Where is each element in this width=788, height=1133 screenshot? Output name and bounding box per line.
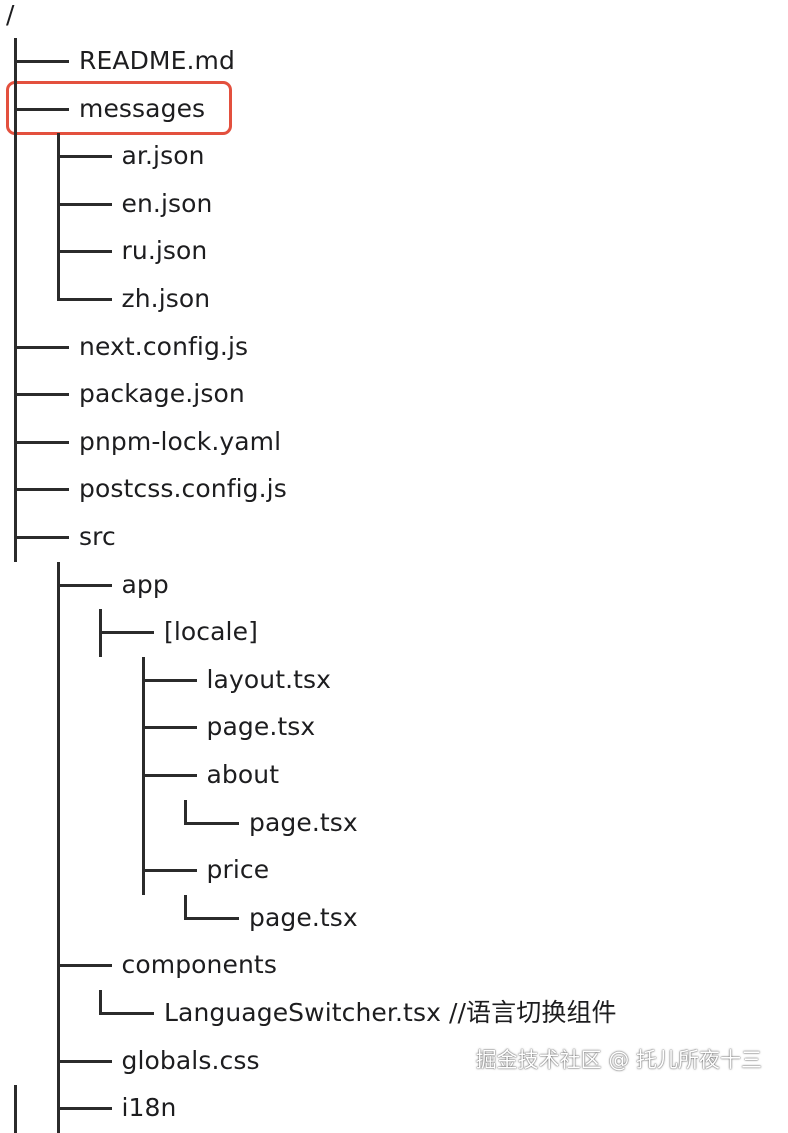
tree-guide-line	[141, 799, 145, 848]
tree-connector-branch	[56, 250, 112, 254]
tree-row: page.tsx	[0, 894, 788, 943]
tree-connector-branch	[56, 155, 112, 159]
tree-entry-label: zh.json	[121, 284, 211, 313]
tree-row: src	[0, 514, 788, 562]
tree-connector-vertical	[99, 990, 102, 1014]
tree-row: page.tsx	[0, 704, 788, 752]
tree-connector-branch	[14, 107, 69, 111]
tree-entry-label: messages	[79, 93, 206, 123]
tree-row: messages	[0, 85, 788, 134]
tree-entry-label: postcss.config.js	[79, 474, 287, 504]
tree-root-label: /	[6, 0, 15, 29]
tree-connector-branch	[14, 536, 69, 539]
tree-entry-label: about	[206, 760, 280, 789]
tree-row: zh.json	[0, 276, 788, 324]
tree-row: postcss.config.js	[0, 466, 788, 514]
tree-connector-branch	[141, 678, 197, 682]
tree-row: README.md	[0, 38, 788, 86]
watermark: 掘金技术社区 @ 托儿所夜十三	[475, 1048, 762, 1072]
tree-connector-vertical	[184, 799, 187, 824]
tree-row: globals.css	[0, 1037, 788, 1086]
tree-connector-branch	[56, 202, 112, 206]
tree-row: i18n	[0, 1085, 788, 1133]
tree-entry-label: LanguageSwitcher.tsx //语言切换组件	[164, 998, 617, 1027]
tree-guide-line	[14, 228, 17, 276]
tree-entry-label: components	[121, 950, 277, 980]
tree-row: app	[0, 561, 788, 610]
tree-entry-label: en.json	[121, 188, 213, 218]
tree-entry-label: README.md	[79, 46, 235, 75]
tree-connector-branch	[141, 774, 197, 777]
tree-row: next.config.js	[0, 323, 788, 372]
tree-entry-label: package.json	[79, 379, 245, 409]
tree-entry-label: page.tsx	[206, 712, 316, 742]
tree-entry-label: next.config.js	[79, 331, 249, 361]
tree-connector-branch	[14, 60, 69, 63]
tree-connector-branch	[56, 1107, 112, 1111]
tree-row: layout.tsx	[0, 656, 788, 705]
tree-guide-line	[56, 752, 60, 800]
tree-connector-branch	[14, 440, 69, 444]
tree-entry-label: globals.css	[121, 1045, 260, 1075]
tree-connector-branch	[184, 821, 239, 825]
tree-entry-label: ar.json	[121, 141, 205, 171]
tree-entry-label: price	[206, 855, 270, 885]
tree-guide-line	[14, 1085, 17, 1133]
tree-row: en.json	[0, 180, 788, 229]
tree-entry-label: layout.tsx	[206, 664, 332, 694]
tree-row: package.json	[0, 371, 788, 419]
tree-entry-label: pnpm-lock.yaml	[79, 426, 282, 456]
tree-connector-branch	[56, 298, 112, 301]
tree-connector-vertical	[56, 276, 60, 300]
tree-entry-label: page.tsx	[249, 807, 358, 837]
tree-connector-branch	[56, 1059, 112, 1063]
tree-connector-branch	[14, 488, 69, 492]
tree-connector-branch	[99, 631, 154, 635]
tree-connector-branch	[56, 964, 112, 968]
tree-guide-line	[56, 704, 60, 752]
tree-connector-vertical	[184, 894, 187, 919]
highlight-box	[6, 81, 232, 135]
tree-row: about	[0, 752, 788, 800]
tree-guide-line	[14, 133, 17, 181]
tree-entry-label: page.tsx	[249, 902, 358, 932]
tree-connector-branch	[184, 916, 239, 920]
tree-row: page.tsx	[0, 799, 788, 848]
tree-guide-line	[56, 990, 60, 1038]
tree-row: ru.json	[0, 228, 788, 276]
tree-guide-line	[14, 180, 17, 229]
tree-row: pnpm-lock.yaml	[0, 418, 788, 467]
tree-connector-branch	[141, 869, 197, 873]
tree-guide-line	[14, 276, 17, 324]
tree-row: LanguageSwitcher.tsx //语言切换组件	[0, 990, 788, 1038]
tree-row: components	[0, 942, 788, 990]
tree-connector-branch	[99, 1012, 154, 1015]
tree-row: [locale]	[0, 609, 788, 657]
tree-guide-line	[56, 609, 60, 657]
tree-entry-label: [locale]	[164, 617, 258, 647]
tree-entry-label: ru.json	[121, 236, 208, 266]
tree-entry-label: app	[121, 569, 169, 599]
tree-guide-line	[56, 847, 60, 895]
tree-entry-label: src	[79, 522, 116, 551]
tree-connector-branch	[14, 345, 69, 349]
tree-guide-line	[56, 894, 60, 943]
tree-row: ar.json	[0, 133, 788, 181]
tree-guide-line	[56, 799, 60, 848]
tree-connector-branch	[14, 393, 69, 397]
tree-connector-branch	[141, 726, 197, 730]
tree-connector-branch	[56, 583, 112, 587]
tree-guide-line	[56, 656, 60, 705]
tree-row: price	[0, 847, 788, 895]
